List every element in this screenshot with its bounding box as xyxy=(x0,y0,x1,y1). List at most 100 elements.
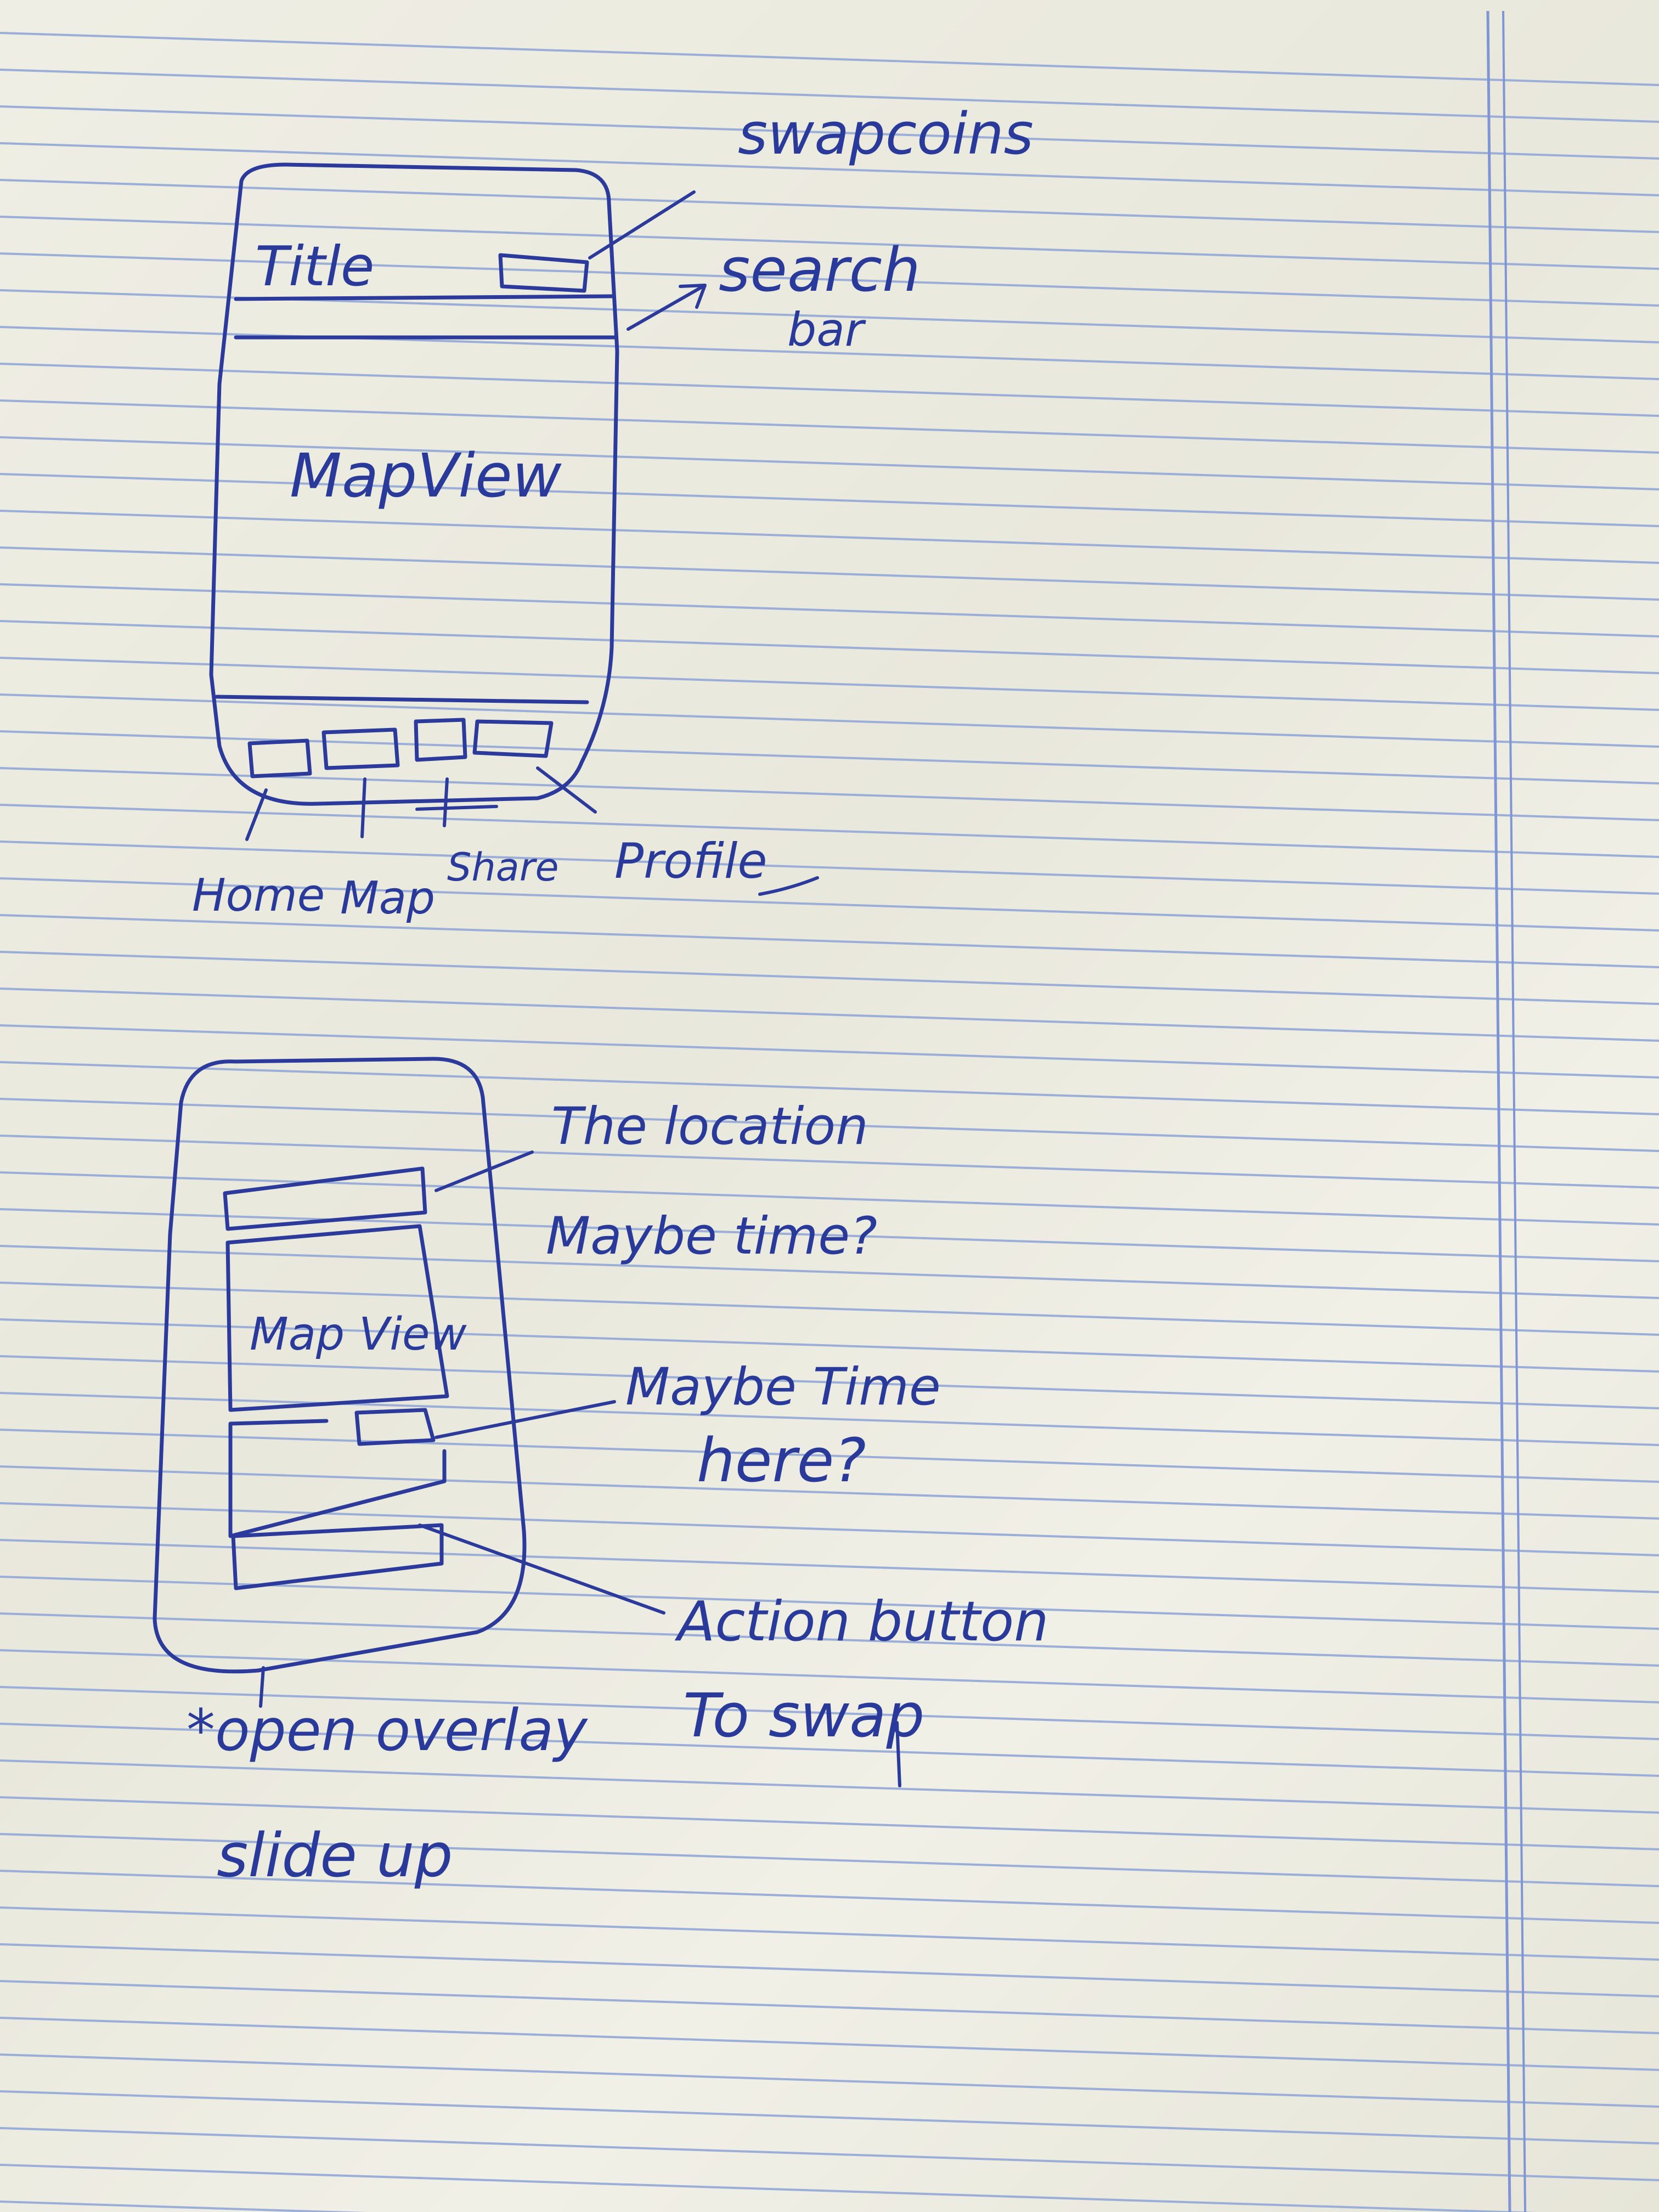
action-annotation: Action button xyxy=(674,1589,1049,1654)
swapcoins-leader xyxy=(588,190,696,259)
rule-line xyxy=(0,2164,1537,2212)
rule-line xyxy=(0,363,1659,417)
rule-line xyxy=(0,1318,1659,1373)
rule-line xyxy=(0,142,1659,196)
rule-line xyxy=(0,1024,1659,1079)
nav-leader xyxy=(415,777,498,827)
overlay-caption: *open overlay xyxy=(187,1697,588,1764)
rule-line xyxy=(0,1245,1659,1299)
nav-box-map xyxy=(321,727,400,770)
profile-underline xyxy=(758,876,819,896)
rule-line xyxy=(0,877,1659,932)
swapcoins-box xyxy=(498,253,589,293)
rule-line xyxy=(0,693,1659,748)
action-leader xyxy=(418,1523,665,1615)
rule-line xyxy=(0,2090,1659,2145)
rule-line xyxy=(0,1208,1659,1262)
margin-line xyxy=(1486,10,1511,2212)
time-annotation: Maybe Time xyxy=(625,1357,941,1417)
rule-line xyxy=(0,730,1659,785)
rule-line xyxy=(0,179,1659,233)
rule-line xyxy=(0,1723,1659,1777)
rule-line xyxy=(0,1429,1659,1483)
rule-line xyxy=(0,1870,1659,1924)
time-leader xyxy=(435,1400,616,1439)
swap-tail xyxy=(895,1721,901,1787)
header-title: Title xyxy=(255,234,374,298)
rule-line xyxy=(0,1502,1659,1556)
location-annotation-2: Maybe time? xyxy=(546,1206,877,1266)
margin-line xyxy=(1502,10,1526,2212)
rule-line xyxy=(0,1686,1659,1740)
phone-outline xyxy=(209,162,619,806)
nav-box-profile xyxy=(472,719,554,758)
rule-line xyxy=(0,1135,1659,1189)
phone-sketch-main: Title MapView Home Map Share Profile swa… xyxy=(192,100,1034,924)
rule-line xyxy=(0,988,1659,1042)
rule-line xyxy=(0,1833,1659,1887)
rule-line xyxy=(0,1943,1659,1997)
rule-line xyxy=(0,1355,1659,1409)
rule-line xyxy=(0,583,1659,637)
rule-line xyxy=(0,2017,1659,2071)
header-divider xyxy=(234,294,614,301)
rule-line xyxy=(0,1649,1659,1703)
action-annotation-2: To swap xyxy=(683,1680,924,1751)
rule-line xyxy=(0,2127,1659,2181)
nav-leader xyxy=(536,766,597,814)
caption-leader xyxy=(259,1666,265,1708)
rule-line xyxy=(0,1392,1659,1446)
detail-panel xyxy=(228,1419,447,1538)
ruled-lines xyxy=(0,32,1659,2212)
rule-line xyxy=(0,69,1659,123)
search-annotation: search xyxy=(719,235,921,305)
nav-label-profile: Profile xyxy=(614,833,768,889)
rule-line xyxy=(0,546,1659,601)
overlay-caption-2: slide up xyxy=(217,1820,453,1891)
rule-line xyxy=(0,657,1659,711)
mapview-label: MapView xyxy=(290,441,562,511)
rule-line xyxy=(0,1465,1659,1520)
swapcoins-annotation: swapcoins xyxy=(738,100,1034,167)
rule-line xyxy=(0,1980,1659,2034)
swap-action-button xyxy=(231,1523,444,1590)
rule-line xyxy=(0,620,1659,674)
location-annotation: The location xyxy=(551,1097,868,1156)
nav-box-home xyxy=(247,738,312,778)
rule-line xyxy=(0,1539,1659,1593)
search-annotation-2: bar xyxy=(787,303,866,357)
rule-line xyxy=(0,1061,1659,1115)
rule-line xyxy=(0,1612,1659,1667)
nav-label-map: Map xyxy=(340,872,435,924)
rule-line xyxy=(0,951,1659,1005)
nav-label-share: Share xyxy=(447,845,559,890)
rule-line xyxy=(0,1576,1659,1630)
overlay-mapview-label: Map View xyxy=(250,1308,467,1361)
rule-line xyxy=(0,510,1659,564)
rule-line xyxy=(0,436,1659,490)
rule-line xyxy=(0,105,1659,160)
rule-line xyxy=(0,1282,1659,1336)
search-arrow xyxy=(627,284,707,331)
rule-line xyxy=(0,840,1659,895)
nav-leader xyxy=(245,788,268,841)
location-leader xyxy=(435,1150,534,1192)
rule-line xyxy=(0,1759,1659,1814)
rule-line xyxy=(0,399,1659,454)
mapview-box xyxy=(225,1224,449,1412)
location-bar xyxy=(223,1166,427,1231)
phone-sketch-overlay: Map View The location Maybe time? Maybe … xyxy=(153,1057,1049,1891)
rule-line xyxy=(0,1171,1659,1226)
nav-label-home: Home xyxy=(192,870,325,922)
rule-line xyxy=(0,32,1659,86)
nav-box-share xyxy=(414,718,467,762)
rule-line xyxy=(0,252,1659,307)
rule-line xyxy=(0,804,1659,858)
time-chip xyxy=(354,1408,436,1446)
rule-line xyxy=(0,914,1659,968)
rule-line xyxy=(0,2200,367,2212)
rule-line xyxy=(0,1098,1659,1152)
rule-line xyxy=(0,473,1659,527)
